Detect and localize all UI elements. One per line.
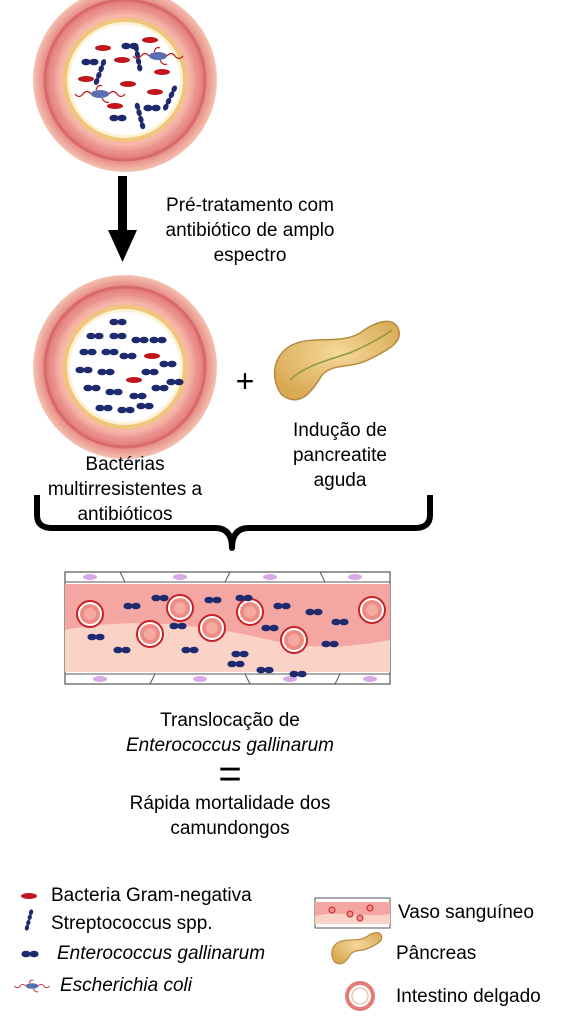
pancreatitis-label: Indução de pancreatite aguda [270, 418, 410, 493]
outcome-label: Rápida mortalidade dos camundongos [95, 791, 365, 841]
arrow-down-icon [108, 176, 137, 262]
outcome-line-1: Rápida mortalidade dos [129, 793, 331, 814]
pancreas-icon [273, 320, 401, 401]
pancreas-legend-icon [331, 931, 383, 965]
legend-enterococcus: Enterococcus gallinarum [57, 943, 266, 964]
translocation-line-2: Enterococcus gallinarum [125, 735, 335, 756]
resistant-line-3: antibióticos [77, 504, 173, 525]
legend-gram-negative: Bacteria Gram-negativa [51, 885, 252, 906]
pretreatment-line-2: antibiótico de amplo [165, 220, 335, 241]
resistant-bacteria-label: Bactérias multirresistentes a antibiótic… [20, 452, 230, 527]
intestine-icon [345, 981, 375, 1011]
pancreatitis-line-1: Indução de [292, 420, 388, 441]
legend-blood-vessel: Vaso sanguíneo [398, 902, 534, 923]
ecoli-icon [14, 979, 50, 993]
pancreatitis-line-2: pancreatite [292, 445, 387, 466]
intestine-before-antibiotic [33, 0, 217, 172]
resistant-line-1: Bactérias [85, 454, 165, 475]
translocation-label: Translocação de Enterococcus gallinarum [100, 708, 360, 758]
blood-vessel-diagram [64, 571, 391, 685]
legend-icons [14, 893, 391, 1011]
legend-streptococcus: Streptococcus spp. [51, 913, 213, 934]
legend-small-intestine: Intestino delgado [396, 986, 541, 1007]
pretreatment-line-3: espectro [213, 245, 287, 266]
enterococcus-icon [21, 950, 39, 958]
pancreatitis-line-3: aguda [313, 470, 367, 491]
pretreatment-line-1: Pré-tratamento com [166, 195, 334, 216]
legend-pancreas: Pâncreas [396, 943, 477, 964]
brace-icon [34, 495, 433, 551]
blood-vessel-icon [314, 897, 391, 929]
pretreatment-label: Pré-tratamento com antibiótico de amplo … [140, 193, 360, 268]
gram-negative-icon [21, 893, 37, 899]
legend-ecoli: Escherichia coli [60, 975, 192, 996]
streptococcus-icon [24, 908, 34, 932]
translocation-line-1: Translocação de [160, 710, 300, 731]
equals-sign: = [218, 752, 242, 796]
outcome-line-2: camundongos [170, 818, 290, 839]
resistant-line-2: multirresistentes a [47, 479, 203, 500]
plus-sign: + [235, 363, 255, 399]
intestine-after-antibiotic [33, 275, 217, 459]
